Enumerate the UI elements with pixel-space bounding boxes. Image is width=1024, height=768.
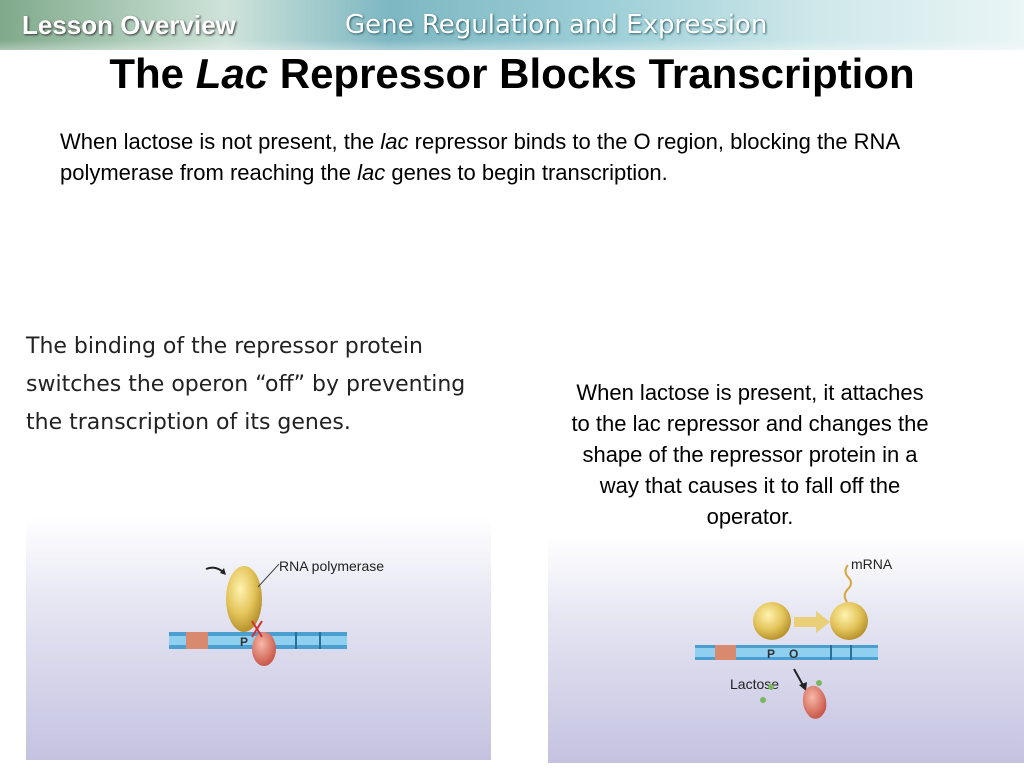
lactose-label: Lactose xyxy=(730,676,779,692)
movement-arrow-icon xyxy=(794,611,830,633)
mrna-strand xyxy=(843,564,852,603)
operon-off-figure: P RNA polymerase xyxy=(26,517,491,760)
lactose-molecule-2 xyxy=(760,697,766,703)
release-arrow-head-icon xyxy=(799,682,807,691)
rna-polymerase-start xyxy=(753,602,791,640)
title-part-1: The xyxy=(109,50,196,97)
header-fade xyxy=(0,40,1024,70)
repressor-protein xyxy=(252,632,276,666)
operator-label: O xyxy=(789,647,798,661)
title-part-2: Repressor Blocks Transcription xyxy=(268,50,915,97)
rna-polymerase xyxy=(226,566,262,632)
note-line-2: to the lac repressor and changes the xyxy=(571,411,929,436)
note-line-1: When lactose is present, it attaches xyxy=(576,380,924,405)
note-line-3: shape of the repressor protein in a xyxy=(582,442,918,467)
promoter-label: P xyxy=(240,635,248,649)
title-italic: Lac xyxy=(195,50,269,97)
bound-lactose xyxy=(816,680,822,686)
promoter-label: P xyxy=(767,647,775,661)
released-repressor xyxy=(802,685,827,719)
intro-italic-2: lac xyxy=(357,160,386,185)
arrow-head-icon xyxy=(220,568,226,575)
note-line-5: operator. xyxy=(706,504,794,529)
subject-title: Gene Regulation and Expression xyxy=(345,10,768,40)
dna-strand-highlight xyxy=(695,648,878,657)
mrna-label: mRNA xyxy=(851,556,893,572)
operon-off-diagram: P RNA polymerase xyxy=(169,558,384,666)
lactose-molecule-1 xyxy=(768,684,774,690)
promoter-segment xyxy=(186,632,208,649)
intro-text-1: When lactose is not present, the xyxy=(60,129,381,154)
operon-on-figure: P O mRNA Lactose xyxy=(548,537,1024,763)
blocked-x-icon xyxy=(251,620,263,638)
polymerase-label-leader xyxy=(257,563,280,588)
lesson-overview-label: Lesson Overview xyxy=(22,10,236,40)
rna-polymerase-moving xyxy=(830,602,868,640)
promoter-segment xyxy=(715,645,736,660)
intro-italic-1: lac xyxy=(380,129,409,154)
intro-paragraph: When lactose is not present, the lac rep… xyxy=(60,126,950,188)
repressor-binding-note: The binding of the repressor protein swi… xyxy=(26,334,466,435)
lactose-present-note: When lactose is present, it attaches to … xyxy=(535,377,965,532)
operon-on-diagram: P O mRNA Lactose xyxy=(695,556,893,719)
rna-polymerase-label: RNA polymerase xyxy=(279,558,384,574)
intro-text-3: genes to begin transcription. xyxy=(385,160,668,185)
slide-title: The Lac Repressor Blocks Transcription xyxy=(0,50,1024,98)
intro-text-2: repressor binds to the O region, blockin… xyxy=(60,129,899,185)
note-line-4: way that causes it to fall off the xyxy=(599,473,901,498)
